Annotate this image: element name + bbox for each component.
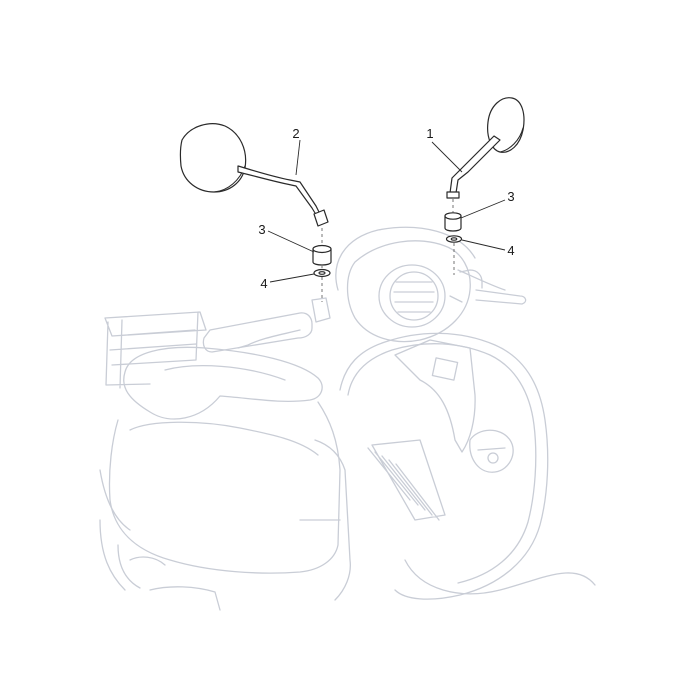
right-brake-lever xyxy=(449,269,506,303)
badge-plate xyxy=(431,357,459,381)
right-mirror-sleeve[interactable] xyxy=(446,191,460,199)
headlight-lens xyxy=(389,271,439,321)
right-mirror-stalk[interactable] xyxy=(449,135,501,194)
leader-left-adapter xyxy=(267,230,315,253)
left-washer-hole xyxy=(318,271,326,275)
leader-right-adapter xyxy=(460,199,506,219)
leader-right-washer xyxy=(461,239,506,251)
callouts: 2 3 4 1 3 4 xyxy=(258,126,514,291)
leg-shield xyxy=(339,332,549,600)
left-mirror-sleeve[interactable] xyxy=(313,209,329,227)
floorboard xyxy=(299,439,351,601)
left-mirror-assembly xyxy=(179,123,332,302)
left-washer[interactable] xyxy=(313,268,331,278)
front-emblem xyxy=(469,429,514,473)
side-vents xyxy=(367,439,446,521)
front-fender xyxy=(404,559,596,595)
right-mirror-assembly xyxy=(444,97,525,275)
callout-left-washer: 4 xyxy=(260,276,267,291)
seat xyxy=(123,346,323,420)
headlight-ring xyxy=(378,264,446,328)
callout-right-adapter: 3 xyxy=(507,189,514,204)
leader-left-washer xyxy=(269,273,315,283)
left-mirror-stalk[interactable] xyxy=(237,165,322,219)
callout-right-mirror: 1 xyxy=(426,126,433,141)
horn-cover xyxy=(394,339,476,453)
left-adapter-top xyxy=(312,244,332,254)
leg-shield-inner xyxy=(347,343,537,584)
callout-right-washer: 4 xyxy=(507,243,514,258)
callout-left-mirror: 2 xyxy=(292,126,299,141)
leader-left-mirror xyxy=(295,139,301,176)
leader-right-mirror xyxy=(431,141,463,173)
right-adapter-top xyxy=(444,212,462,220)
right-grip xyxy=(459,269,527,305)
rear-body-panel xyxy=(99,421,319,591)
right-washer[interactable] xyxy=(445,235,463,243)
left-brake-lever xyxy=(237,297,331,349)
right-mirror-rim xyxy=(499,127,524,153)
rear-wheel xyxy=(117,544,221,611)
left-mirror-head[interactable] xyxy=(179,123,247,193)
callout-left-adapter: 3 xyxy=(258,222,265,237)
headlight-ribs xyxy=(393,281,435,313)
headset xyxy=(346,240,471,343)
rear-rack xyxy=(104,311,207,389)
emblem-dot xyxy=(487,452,499,464)
scooter-outline xyxy=(99,226,596,611)
left-grip xyxy=(202,312,313,353)
rear-body xyxy=(108,401,341,574)
right-washer-hole xyxy=(450,237,458,241)
